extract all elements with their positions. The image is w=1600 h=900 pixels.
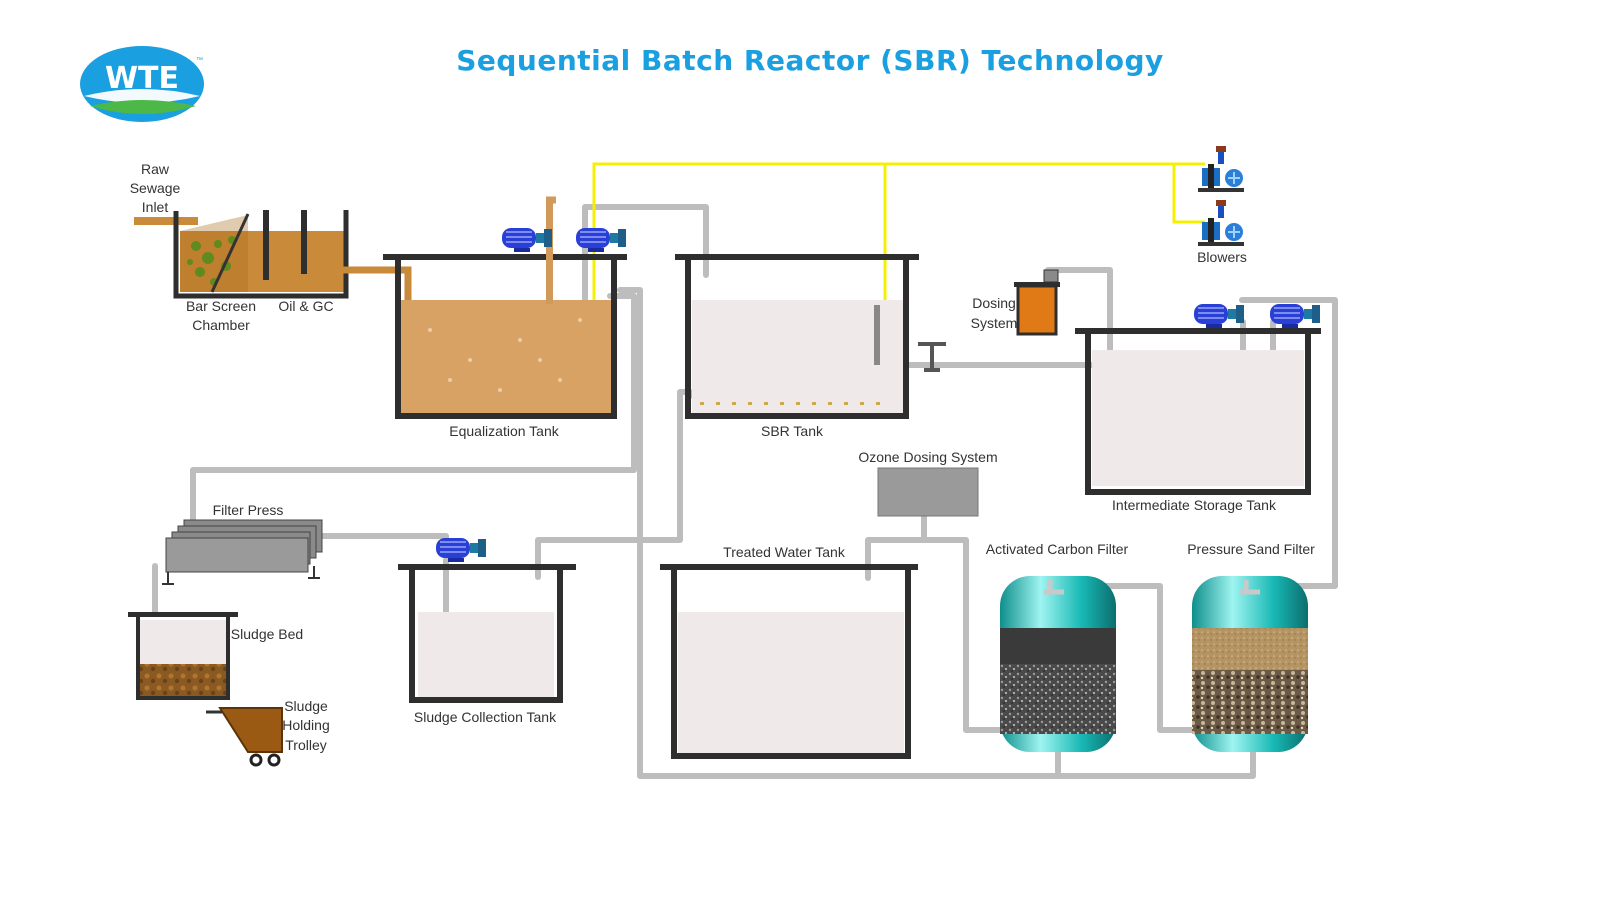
label-trolley-3: Trolley <box>285 737 327 753</box>
equalization-tank <box>383 196 627 419</box>
screen-debris <box>187 236 236 286</box>
label-oil-gc: Oil & GC <box>278 298 333 314</box>
label-intermediate-tank: Intermediate Storage Tank <box>1112 497 1277 513</box>
label-dosing-1: Dosing <box>972 295 1016 311</box>
dosing-system <box>1014 269 1060 336</box>
label-bar-screen-2: Chamber <box>192 317 250 333</box>
page-title: Sequential Batch Reactor (SBR) Technolog… <box>456 44 1164 77</box>
treated-water-tank <box>660 564 918 759</box>
label-treated-water-tank: Treated Water Tank <box>723 544 846 560</box>
decanter <box>874 305 880 365</box>
blower-2 <box>1197 199 1245 247</box>
label-trolley-1: Sludge <box>284 698 328 714</box>
raw-sewage-inlet-pipe <box>134 217 198 225</box>
label-raw-sewage-1: Raw <box>141 161 170 177</box>
label-sbr-tank: SBR Tank <box>761 423 824 439</box>
eq-transfer-pump-1 <box>502 228 552 252</box>
label-trolley-2: Holding <box>282 717 329 733</box>
sludge-bed <box>128 612 238 700</box>
label-filter-press: Filter Press <box>213 502 284 518</box>
intermediate-pump-1 <box>1194 304 1244 328</box>
intermediate-storage-tank <box>1075 328 1321 495</box>
sbr-tank <box>675 254 946 419</box>
labels: Raw Sewage Inlet Bar Screen Chamber Oil … <box>130 161 1315 753</box>
label-ozone: Ozone Dosing System <box>858 449 997 465</box>
bar-screen-chamber <box>134 210 349 299</box>
label-dosing-2: System <box>971 315 1018 331</box>
valve-icon <box>918 342 946 372</box>
wte-logo: WTE ™ <box>80 46 204 122</box>
logo-tm: ™ <box>196 57 203 64</box>
sludge-holding-trolley <box>206 707 283 767</box>
label-bar-screen-1: Bar Screen <box>186 298 256 314</box>
ozone-dosing-unit <box>877 467 979 517</box>
label-raw-sewage-2: Sewage <box>130 180 181 196</box>
label-sludge-collection: Sludge Collection Tank <box>414 709 557 725</box>
filter-press <box>162 519 323 585</box>
label-pressure-sand: Pressure Sand Filter <box>1187 541 1315 557</box>
label-activated-carbon: Activated Carbon Filter <box>986 541 1129 557</box>
label-sludge-bed: Sludge Bed <box>231 626 303 642</box>
sewage-pipe-to-eq <box>342 266 412 302</box>
blower-1 <box>1197 145 1245 193</box>
label-raw-sewage-3: Inlet <box>142 199 169 215</box>
activated-carbon-filter <box>1000 576 1116 752</box>
logo-text: WTE <box>105 61 179 96</box>
label-blowers: Blowers <box>1197 249 1247 265</box>
label-equalization-tank: Equalization Tank <box>449 423 559 439</box>
intermediate-pump-2 <box>1270 304 1320 328</box>
sludge-collection-tank <box>398 564 576 703</box>
pressure-sand-filter <box>1192 576 1308 752</box>
